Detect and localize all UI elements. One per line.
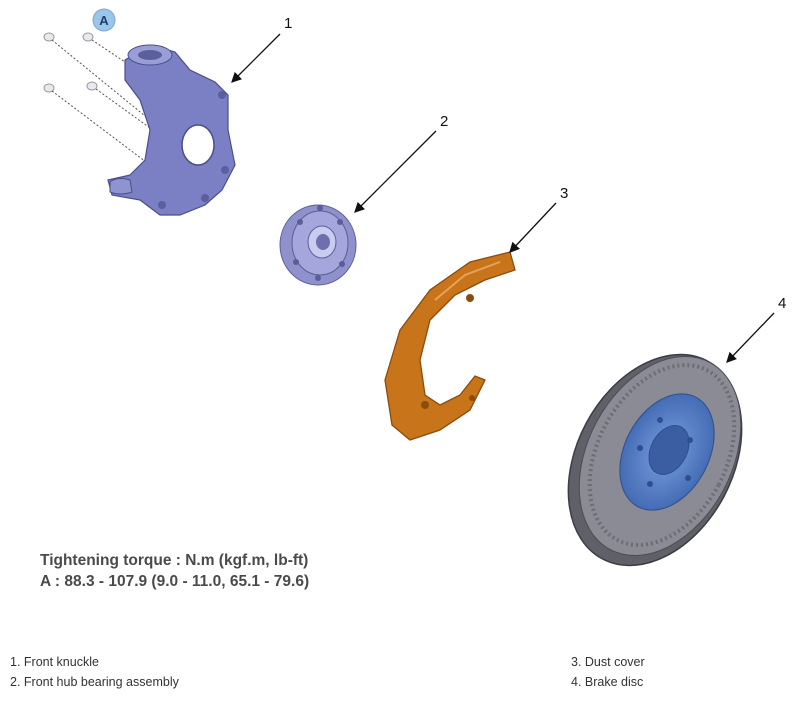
dust-cover <box>384 251 516 441</box>
badge-label: A <box>99 13 109 28</box>
callout-4: 4 <box>726 295 786 363</box>
legend-item: 2. Front hub bearing assembly <box>10 675 179 689</box>
callout-3: 3 <box>509 185 568 253</box>
front-hub-bearing-assembly <box>279 204 357 286</box>
torque-badge-a: A <box>92 8 116 32</box>
parts-legend-left: 1. Front knuckle 2. Front hub bearing as… <box>10 652 179 692</box>
front-knuckle <box>107 44 236 216</box>
torque-spec-a: A : 88.3 - 107.9 (9.0 - 11.0, 65.1 - 79.… <box>40 573 310 590</box>
callout-number: 4 <box>778 295 786 312</box>
bolt <box>43 32 151 121</box>
callout-2: 2 <box>354 113 448 213</box>
bolt <box>82 32 141 73</box>
exploded-view-diagram: A <box>43 8 786 567</box>
brake-disc <box>567 353 743 567</box>
parts-legend-right: 3. Dust cover 4. Brake disc <box>571 652 645 692</box>
bolt-group-a <box>43 32 151 166</box>
callout-1: 1 <box>231 15 292 83</box>
legend-item: 1. Front knuckle <box>10 655 99 669</box>
legend-item: 4. Brake disc <box>571 675 644 689</box>
torque-spec-block: Tightening torque : N.m (kgf.m, lb-ft) A… <box>40 550 309 592</box>
bolt <box>86 81 151 129</box>
callout-number: 2 <box>440 113 448 130</box>
bolt <box>43 83 151 166</box>
torque-title: Tightening torque : N.m (kgf.m, lb-ft) <box>40 552 309 569</box>
legend-item: 3. Dust cover <box>571 655 645 669</box>
callout-number: 3 <box>560 185 568 202</box>
callout-number: 1 <box>284 15 292 32</box>
